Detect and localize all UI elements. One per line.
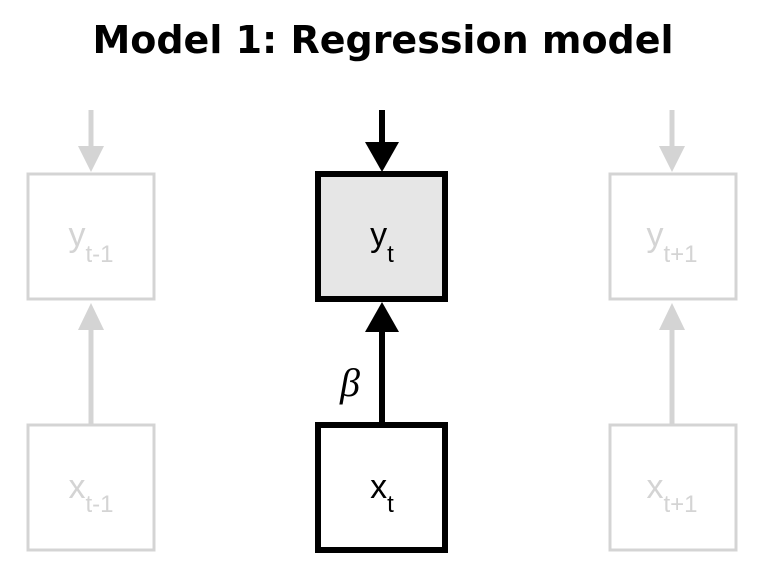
node-x-t-minus-1-sub: t-1 [85,491,113,518]
incoming-arrowhead-y-t [365,142,399,172]
edge-x-to-y-t-arrowhead [365,302,399,332]
incoming-arrowhead-y-t-plus-1 [659,146,685,172]
node-y-t-plus-1-base: y [646,216,663,254]
node-y-t [315,171,448,302]
node-x-t-base: x [370,468,387,506]
node-y-t-base: y [370,216,387,254]
node-y-t-minus-1-sub: t-1 [85,241,113,268]
node-x-t-minus-1-label: xt-1 [68,468,113,518]
diagram-title: Model 1: Regression model [92,18,674,62]
edge-x-to-y-t-minus-1-arrowhead [78,303,104,330]
column-t-minus-1: yt-1 xt-1 [26,110,156,552]
node-y-t-minus-1-base: y [68,216,85,254]
column-t: yt β xt [315,110,448,553]
node-y-t-minus-1-label: yt-1 [68,216,113,268]
node-x-t-plus-1-sub: t+1 [663,491,697,518]
node-y-t-plus-1-label: yt+1 [646,216,697,268]
beta-coefficient-label: β [339,360,360,405]
node-x-t-plus-1-base: x [646,468,663,506]
node-x-t-label: xt [370,468,394,518]
node-x-t-sub: t [387,491,394,518]
node-x-t [315,422,448,553]
node-x-t-plus-1-label: xt+1 [646,468,697,518]
node-y-t-label: yt [370,216,394,268]
node-y-t-plus-1 [608,172,738,301]
column-t-plus-1: yt+1 xt+1 [608,110,738,552]
node-y-t-sub: t [387,241,394,268]
node-x-t-minus-1-base: x [68,468,85,506]
node-y-t-minus-1 [26,172,156,301]
edge-x-to-y-t-plus-1-arrowhead [659,303,685,330]
node-x-t-plus-1 [608,423,738,552]
node-x-t-minus-1 [26,423,156,552]
incoming-arrowhead-y-t-minus-1 [78,146,104,172]
node-y-t-plus-1-sub: t+1 [663,241,697,268]
